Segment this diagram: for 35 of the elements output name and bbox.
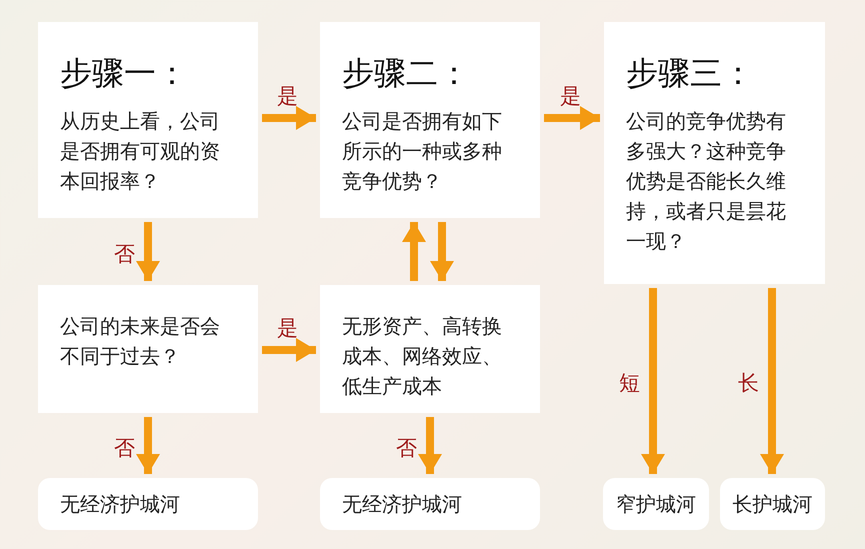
edge-label: 是	[560, 83, 581, 110]
arrow	[262, 106, 316, 130]
result-box	[720, 478, 825, 530]
edge-label: 否	[114, 434, 135, 462]
arrow	[136, 222, 160, 281]
step-heading: 步骤一：	[60, 53, 188, 94]
edge-label: 是	[277, 83, 298, 110]
question-text: 公司是否拥有如下所示的一种或多种竞争优势？	[342, 108, 503, 195]
arrow	[430, 222, 454, 281]
question-box	[320, 285, 540, 413]
edge-label: 短	[619, 370, 640, 397]
question-text: 公司的未来是否会不同于过去？	[60, 313, 221, 370]
arrow	[136, 417, 160, 474]
edge-label: 是	[277, 315, 298, 342]
edge-label: 否	[396, 434, 417, 462]
arrow	[544, 106, 600, 130]
result-box	[603, 478, 709, 530]
question-text: 从历史上看，公司是否拥有可观的资本回报率？	[60, 108, 221, 195]
result-text: 长护城河	[732, 490, 812, 518]
edge-label: 否	[114, 240, 135, 268]
arrow	[641, 288, 665, 474]
question-text: 无形资产、高转换成本、网络效应、低生产成本	[342, 313, 503, 400]
arrow	[418, 417, 442, 474]
step-heading: 步骤二：	[342, 53, 470, 94]
step-box	[604, 22, 825, 284]
result-text: 窄护城河	[616, 490, 696, 518]
result-text: 无经济护城河	[342, 490, 462, 518]
arrow	[262, 338, 316, 362]
question-text: 公司的竞争优势有多强大？这种竞争优势是否能长久维持，或者只是昙花一现？	[626, 108, 787, 255]
result-text: 无经济护城河	[60, 490, 180, 518]
step-heading: 步骤三：	[626, 53, 754, 94]
arrow	[402, 222, 426, 281]
arrow	[760, 288, 784, 474]
edge-label: 长	[738, 370, 759, 397]
result-box	[320, 478, 540, 530]
